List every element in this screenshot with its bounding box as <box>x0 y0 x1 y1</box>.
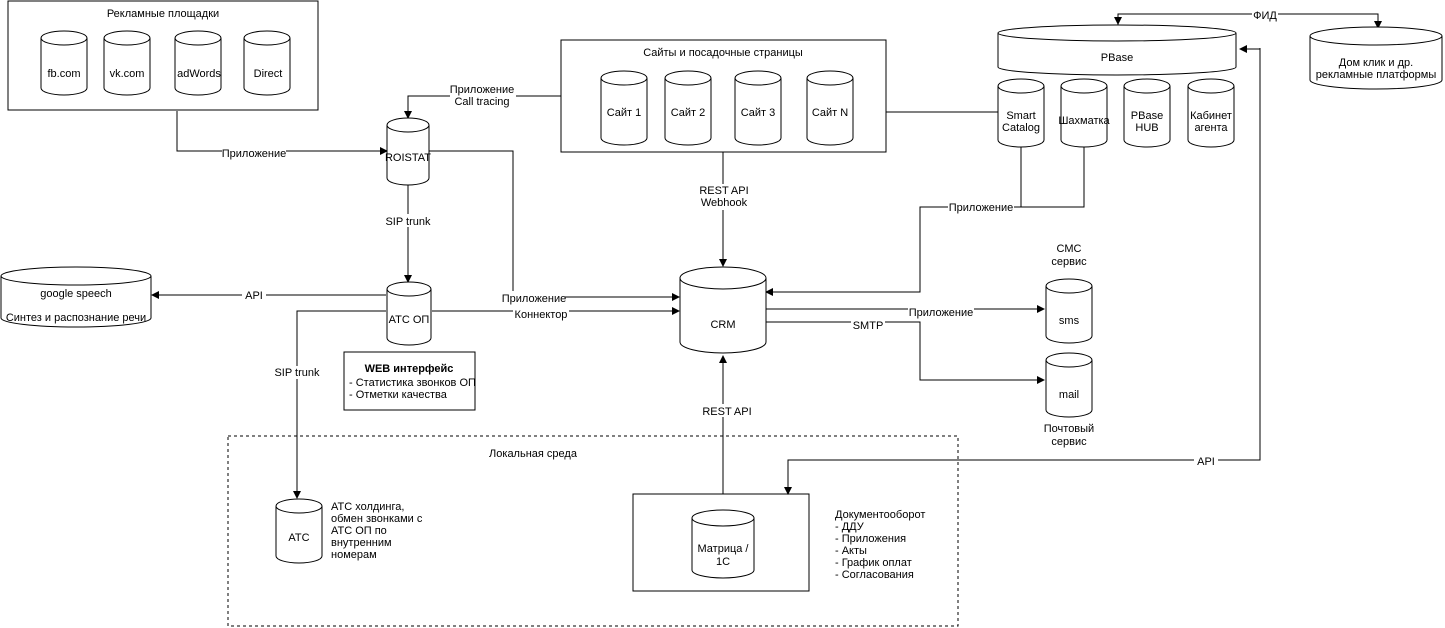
label-sip-trunk-2: SIP trunk <box>274 367 320 379</box>
label-rest-api-bottom: REST API <box>702 406 751 418</box>
web-interface-item-2: - Отметки качества <box>349 389 448 401</box>
smart-catalog-label-1: Smart <box>1006 110 1035 122</box>
direct-label: Direct <box>254 68 283 80</box>
label-prilozhenie-crm: Приложение <box>502 293 567 305</box>
ats-label: АТС <box>288 532 309 544</box>
shakhmatka-label: Шахматка <box>1058 115 1110 127</box>
local-env-title: Локальная среда <box>489 448 578 460</box>
site3-label: Сайт 3 <box>741 107 776 119</box>
ats-op-label: АТС ОП <box>389 314 430 326</box>
roistat-label: ROISTAT <box>385 152 431 164</box>
pbase-hub-label-2: HUB <box>1135 122 1158 134</box>
ats-note-2: обмен звонками с <box>331 513 423 525</box>
edge-shakhmatka-crm <box>1021 145 1085 208</box>
sms-cylinder: sms <box>1045 278 1093 344</box>
label-smtp: SMTP <box>853 320 884 332</box>
local-env-group <box>227 435 959 627</box>
label-sms-service-1: СМС <box>1057 243 1082 255</box>
docs-item-1: - ДДУ <box>835 521 865 533</box>
label-konnektor: Коннектор <box>515 309 568 321</box>
domklik-cylinder: Дом клик и др. рекламные платформы <box>1309 26 1443 90</box>
label-api-right: API <box>1197 456 1215 468</box>
web-interface-item-1: - Статистика звонков ОП <box>349 377 476 389</box>
edge-pbase-matrica <box>784 48 1261 495</box>
vk-cylinder: vk.com <box>103 30 151 96</box>
domklik-label-1: Дом клик и др. <box>1339 57 1413 69</box>
site1-cylinder: Сайт 1 <box>600 70 648 146</box>
site2-label: Сайт 2 <box>671 107 706 119</box>
web-interface-title: WEB интерфейс <box>365 363 454 375</box>
adwords-cylinder: adWords <box>174 30 222 96</box>
site3-cylinder: Сайт 3 <box>734 70 782 146</box>
label-fid: ФИД <box>1253 10 1277 22</box>
ats-op-cylinder: АТС ОП <box>386 281 432 346</box>
site1-label: Сайт 1 <box>607 107 642 119</box>
sites-title: Сайты и посадочные страницы <box>643 47 803 59</box>
vk-label: vk.com <box>110 68 145 80</box>
shakhmatka-cylinder: Шахматка <box>1058 78 1111 148</box>
edge-crm-mail <box>766 321 1045 384</box>
matrica-label-2: 1С <box>716 556 730 568</box>
docs-item-3: - Акты <box>835 545 867 557</box>
siteN-cylinder: Сайт N <box>806 70 854 146</box>
web-interface-box <box>343 351 476 411</box>
fb-cylinder: fb.com <box>40 30 88 96</box>
edge-ads-roistat <box>176 111 388 155</box>
ats-cylinder: АТС <box>275 498 323 564</box>
pbase-hub-label-1: PBase <box>1131 110 1163 122</box>
sms-label: sms <box>1059 315 1080 327</box>
pbase-label: PBase <box>1101 52 1133 64</box>
matrica-cylinder: Матрица / 1С <box>691 509 755 579</box>
label-api-google: API <box>245 290 263 302</box>
pbase-hub-cylinder: PBase HUB <box>1123 78 1171 148</box>
crm-label: CRM <box>710 319 735 331</box>
edge-roistat-crm <box>429 150 680 301</box>
mail-label: mail <box>1059 389 1079 401</box>
ats-note-1: АТС холдинга, <box>331 501 404 513</box>
smart-catalog-label-2: Catalog <box>1002 122 1040 134</box>
label-mail-service-2: сервис <box>1051 436 1087 448</box>
label-prilozhenie-sms: Приложение <box>909 307 974 319</box>
kabinet-cylinder: Кабинет агента <box>1187 78 1235 148</box>
label-sms-service-2: сервис <box>1051 256 1087 268</box>
ats-note-5: номерам <box>331 549 377 561</box>
domklik-label-2: рекламные платформы <box>1316 69 1437 81</box>
mail-cylinder: mail <box>1045 352 1093 418</box>
label-mail-service-1: Почтовый <box>1044 423 1094 435</box>
label-rest-api-top-2: Webhook <box>701 197 748 209</box>
kabinet-label-1: Кабинет <box>1190 110 1232 122</box>
fb-label: fb.com <box>47 68 80 80</box>
label-prilozhenie-right: Приложение <box>949 202 1014 214</box>
edge-api-arrow-pbase <box>1239 45 1261 60</box>
matrica-label-1: Матрица / <box>698 543 750 555</box>
docs-item-2: - Приложения <box>835 533 906 545</box>
roistat-cylinder: ROISTAT <box>385 117 431 186</box>
ats-note-3: АТС ОП по <box>331 525 387 537</box>
label-sip-trunk-1: SIP trunk <box>385 216 431 228</box>
label-rest-api-top-1: REST API <box>699 185 748 197</box>
siteN-label: Сайт N <box>812 107 848 119</box>
direct-cylinder: Direct <box>243 30 291 96</box>
ats-note-4: внутренним <box>331 537 392 549</box>
crm-cylinder: CRM <box>679 266 767 354</box>
google-speech-label-1: google speech <box>40 288 112 300</box>
google-speech-cylinder: google speech Синтез и распознание речи <box>0 266 152 328</box>
edge-catalog-crm <box>765 145 1022 296</box>
site2-cylinder: Сайт 2 <box>664 70 712 146</box>
kabinet-label-2: агента <box>1194 122 1228 134</box>
google-speech-label-2: Синтез и распознание речи <box>6 312 146 324</box>
edge-atsop-ats <box>293 310 386 499</box>
label-prilozhenie-left: Приложение <box>222 148 287 160</box>
docs-item-5: - Согласования <box>835 569 914 581</box>
adwords-label: adWords <box>177 68 221 80</box>
label-call-tracing-1: Приложение <box>450 84 515 96</box>
ad-platforms-title: Рекламные площадки <box>107 8 219 20</box>
docs-item-4: - График оплат <box>835 557 912 569</box>
label-call-tracing-2: Call tracing <box>454 96 509 108</box>
docs-title: Документооборот <box>835 509 925 521</box>
smart-catalog-cylinder: Smart Catalog <box>997 78 1045 148</box>
edge-domklik-pbase <box>1114 13 1200 25</box>
pbase-cylinder: PBase <box>997 24 1237 76</box>
